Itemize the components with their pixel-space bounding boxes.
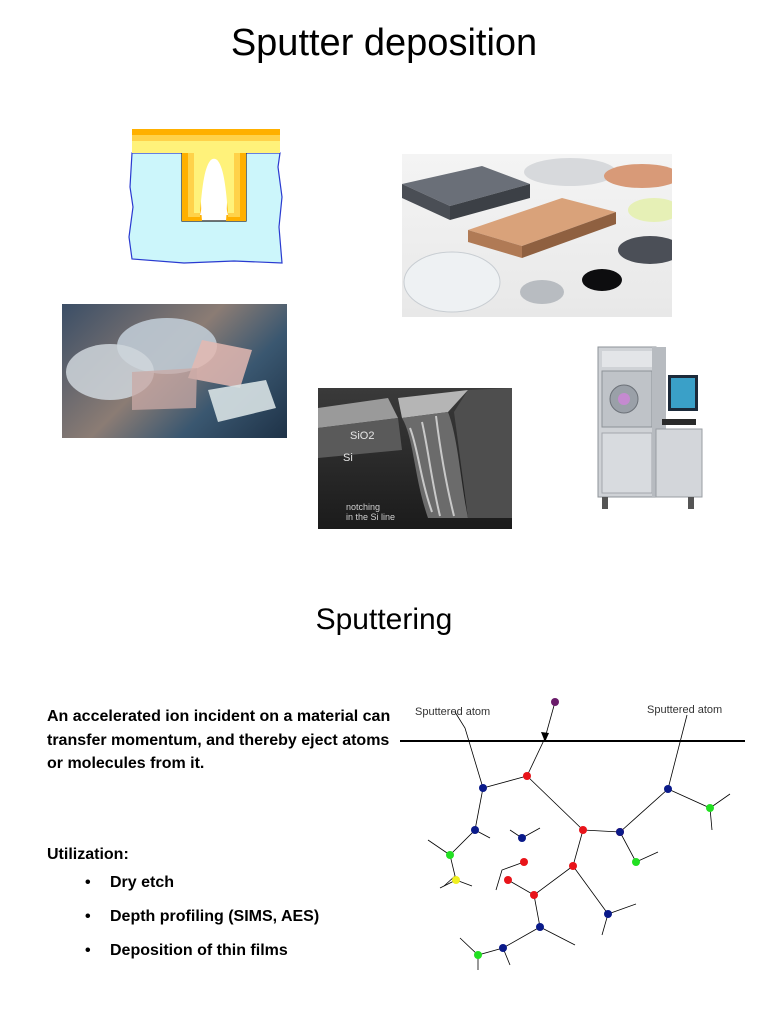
- atom-primary-red: [569, 862, 577, 870]
- sem-label-si: Si: [343, 452, 353, 464]
- atom-secondary-blue: [518, 834, 526, 842]
- list-item: Depth profiling (SIMS, AES): [85, 908, 319, 942]
- trench-coverage-diagram: [128, 129, 283, 264]
- sputter-targets-image: [402, 154, 682, 317]
- sputtered-atom-label-right: Sputtered atom: [647, 704, 722, 716]
- sem-label-sio2: SiO2: [350, 430, 375, 442]
- incident-arrowhead: [541, 732, 549, 742]
- atom-secondary-blue: [479, 784, 487, 792]
- atom-secondary-blue: [471, 826, 479, 834]
- atom-secondary-blue: [664, 785, 672, 793]
- sputtered-atom-label-left: Sputtered atom: [415, 706, 490, 718]
- sem-caption-line2: in the Si line: [346, 512, 396, 522]
- list-item: Deposition of thin films: [85, 942, 319, 976]
- sem-caption: notching in the Si line: [346, 502, 395, 522]
- atoms-group: [446, 698, 714, 959]
- trajectory-lines: [427, 701, 731, 970]
- atom-tertiary-green: [706, 804, 714, 812]
- utilization-list: Dry etch Depth profiling (SIMS, AES) Dep…: [85, 874, 319, 976]
- sputtering-machine-image: [597, 346, 703, 509]
- atom-secondary-blue: [499, 944, 507, 952]
- atom-primary-red: [520, 858, 528, 866]
- atom-incident-ion: [551, 698, 559, 706]
- atom-primary-red: [504, 876, 512, 884]
- slide-title-sputtering: Sputtering: [315, 603, 453, 636]
- wafer-substrates-image: [62, 304, 287, 438]
- atom-secondary-blue: [536, 923, 544, 931]
- atom-primary-red: [530, 891, 538, 899]
- atom-tertiary-green: [446, 851, 454, 859]
- atom-primary-red: [523, 772, 531, 780]
- utilization-label: Utilization:: [47, 846, 129, 863]
- atom-primary-red: [579, 826, 587, 834]
- sem-notching-image: SiO2 Si notching in the Si line: [318, 388, 512, 529]
- atom-tertiary-green: [632, 858, 640, 866]
- list-item: Dry etch: [85, 874, 319, 908]
- sem-caption-line1: notching: [346, 502, 381, 512]
- atom-secondary-blue: [604, 910, 612, 918]
- atom-yellow: [452, 876, 460, 884]
- collision-cascade-diagram: Sputtered atom Sputtered atom: [400, 698, 745, 970]
- atom-secondary-blue: [616, 828, 624, 836]
- slide-title-sputter-deposition: Sputter deposition: [230, 22, 538, 64]
- atom-tertiary-green: [474, 951, 482, 959]
- sputtering-definition-paragraph: An accelerated ion incident on a materia…: [47, 708, 391, 772]
